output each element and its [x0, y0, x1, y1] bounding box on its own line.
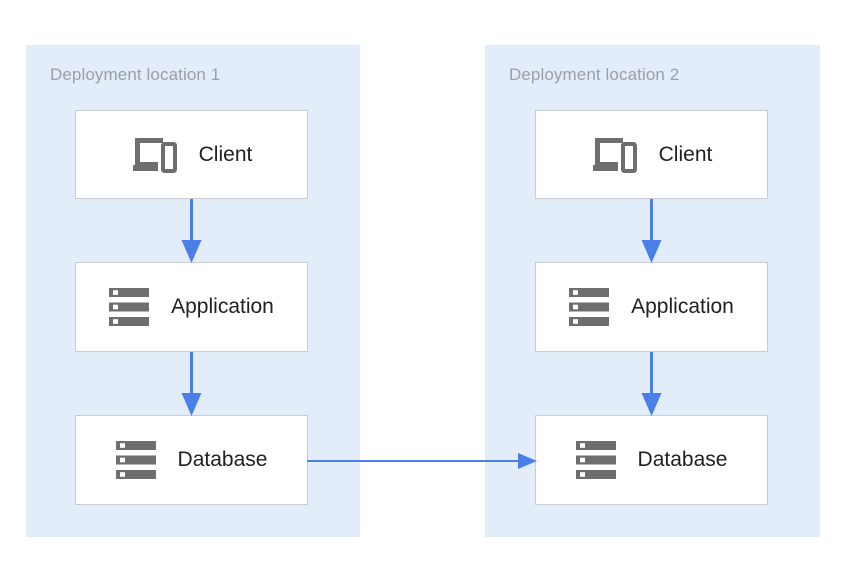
node-client-2-label: Client	[658, 142, 713, 166]
server-icon	[569, 288, 610, 326]
node-application-2[interactable]: Application	[535, 262, 768, 352]
zone-1-label: Deployment location 1	[50, 65, 221, 84]
devices-icon	[591, 135, 637, 175]
connector-client-1-to-application-1	[181, 199, 202, 263]
node-database-1[interactable]: Database	[75, 415, 308, 505]
node-client-1-label: Client	[198, 142, 253, 166]
node-database-1-label: Database	[177, 448, 268, 471]
node-client-2[interactable]: Client	[535, 110, 768, 199]
node-application-1[interactable]: Application	[75, 262, 308, 352]
zone-2-label: Deployment location 2	[509, 65, 680, 84]
node-database-2-label: Database	[637, 448, 728, 471]
connector-application-2-to-database-2	[641, 352, 662, 416]
server-icon	[109, 288, 150, 326]
server-icon	[115, 441, 156, 479]
connector-database-1-to-database-2	[307, 453, 537, 469]
connector-application-1-to-database-1	[181, 352, 202, 416]
node-database-2[interactable]: Database	[535, 415, 768, 505]
node-client-1[interactable]: Client	[75, 110, 308, 199]
server-icon	[575, 441, 616, 479]
devices-icon	[131, 135, 177, 175]
connector-client-2-to-application-2	[641, 199, 662, 263]
node-application-1-label: Application	[171, 295, 274, 318]
node-application-2-label: Application	[631, 295, 734, 318]
